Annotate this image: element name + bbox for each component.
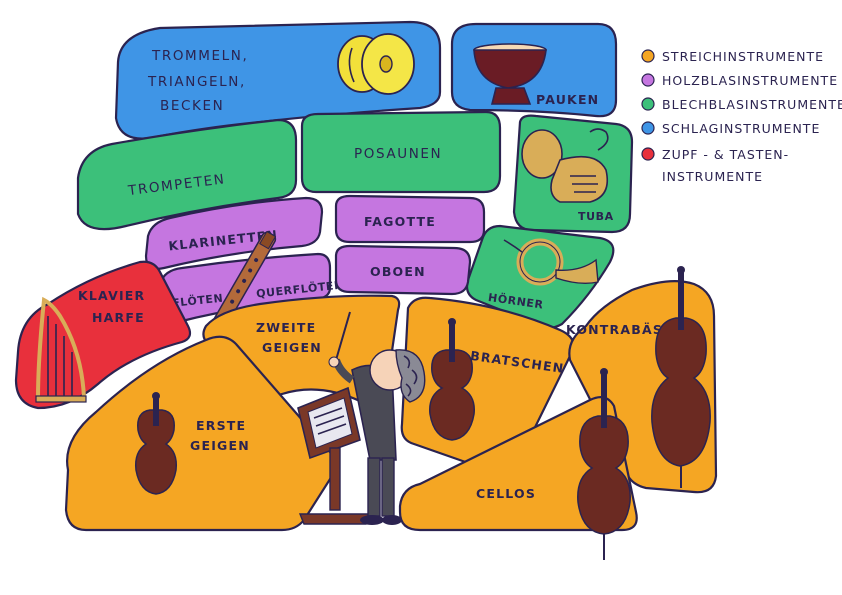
label-oboes: OBOEN [370,264,426,279]
label-bassoons: FAGOTTE [364,214,436,229]
legend-item-percussion: SCHLAGINSTRUMENTE [641,121,820,136]
violin-icon [134,392,178,495]
label-harp: HARFE [92,310,145,325]
section-oboes [334,244,472,296]
french-horn-icon [503,238,599,286]
viola-icon [429,318,475,441]
legend-label-plucked-keys-line2: INSTRUMENTE [662,169,763,184]
section-horns [465,224,615,330]
svg-text:KLAVIER HARFE: KLAVIER HARFE [78,288,151,325]
recorder-icon [211,230,277,332]
double-bass-icon [651,266,711,488]
label-double-basses: KONTRABÄSSE [566,322,682,337]
label-percussion-line2: TRIANGELN, [147,74,246,90]
label-second-violins-line2: GEIGEN [262,340,322,355]
legend-label-woodwinds: HOLZBLASINSTRUMENTE [662,73,838,88]
section-harp-piano [14,260,192,410]
label-first-violins-line2: GEIGEN [190,438,250,453]
legend-item-plucked-keys: ZUPF - & TASTEN- INSTRUMENTE [641,147,789,184]
label-first-violins-line1: ERSTE [196,418,246,433]
label-second-violins-line1: ZWEITE [256,320,316,335]
section-trumpets [76,118,298,231]
svg-text:ZWEITE GEIGEN: ZWEITE GEIGEN [256,320,322,355]
music-stand-icon [297,386,372,525]
legend: STREICHINSTRUMENTE HOLZBLASINSTRUMENTE B… [641,49,842,184]
section-bassoons [334,194,486,244]
label-percussion-line3: BECKEN [160,98,224,114]
svg-text:ERSTE GEIGEN: ERSTE GEIGEN [190,418,252,453]
tuba-icon [521,128,609,203]
legend-label-strings: STREICHINSTRUMENTE [662,49,824,64]
legend-item-woodwinds: HOLZBLASINSTRUMENTE [641,73,838,88]
svg-text:TROMMELN, TRIANGELN, B: TROMMELN, TRIANGELN, BECKEN [147,48,254,114]
legend-label-brass: BLECHBLASINSTRUMENTE [662,97,842,112]
label-cellos: CELLOS [476,486,536,501]
section-first-violins [64,335,337,532]
label-percussion-line1: TROMMELN, [151,48,248,64]
legend-label-percussion: SCHLAGINSTRUMENTE [662,121,820,136]
label-timpani: PAUKEN [536,92,599,107]
label-flutes: FLÖTEN [171,291,223,310]
cymbals-icon [337,33,415,95]
section-trombones [300,110,502,194]
timpani-icon [473,43,547,105]
label-tuba: TUBA [578,210,614,223]
cello-icon [577,368,631,560]
legend-label-plucked-keys: ZUPF - & TASTEN- [662,147,789,162]
legend-item-strings: STREICHINSTRUMENTE [641,49,824,64]
legend-item-brass: BLECHBLASINSTRUMENTE [641,97,842,112]
conductor-icon [328,311,426,525]
label-piano: KLAVIER [78,288,145,303]
label-trombones: POSAUNEN [354,146,442,162]
section-clarinets [144,196,324,270]
harp-icon [35,296,87,403]
